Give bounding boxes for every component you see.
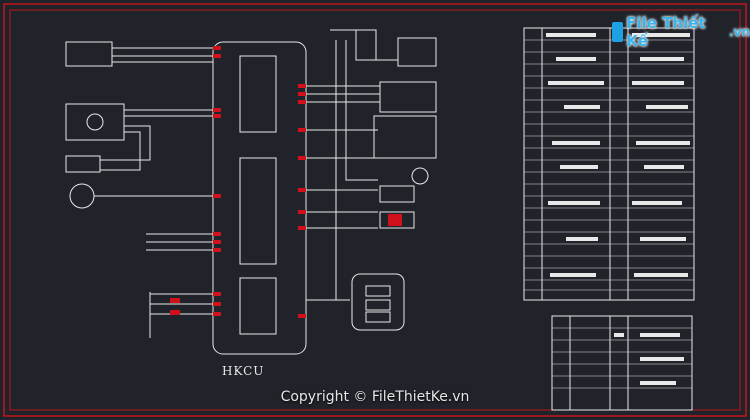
relay-top-right xyxy=(397,37,437,67)
ignition-module xyxy=(65,103,125,141)
sensor-block xyxy=(65,155,101,173)
relay-top-left xyxy=(65,41,113,67)
diagnostic-box xyxy=(351,273,405,331)
round-connector xyxy=(69,183,95,209)
logo-suffix: .vn xyxy=(729,25,750,39)
site-logo: File Thiết Kế .vn xyxy=(612,14,750,50)
legend-table-lower xyxy=(551,315,693,411)
motor-box xyxy=(379,185,415,203)
relay-box-2 xyxy=(373,115,437,159)
outer-frame xyxy=(3,3,747,417)
motor-symbol xyxy=(411,167,429,185)
ignition-coil-symbol xyxy=(86,113,104,131)
legend-table xyxy=(523,27,695,301)
ecu-connector-top xyxy=(239,55,277,133)
relay-box-1 xyxy=(379,81,437,113)
ecu-body xyxy=(212,41,307,355)
ecu-connector-bottom xyxy=(239,277,277,335)
ecu-label: HKCU xyxy=(222,364,265,378)
ecu-connector-middle xyxy=(239,157,277,265)
injector-box xyxy=(379,211,415,229)
inner-frame xyxy=(9,9,741,411)
logo-brand: File Thiết Kế xyxy=(626,14,706,50)
copyright-watermark: Copyright © FileThietKe.vn xyxy=(280,389,470,405)
logo-icon xyxy=(612,22,624,42)
